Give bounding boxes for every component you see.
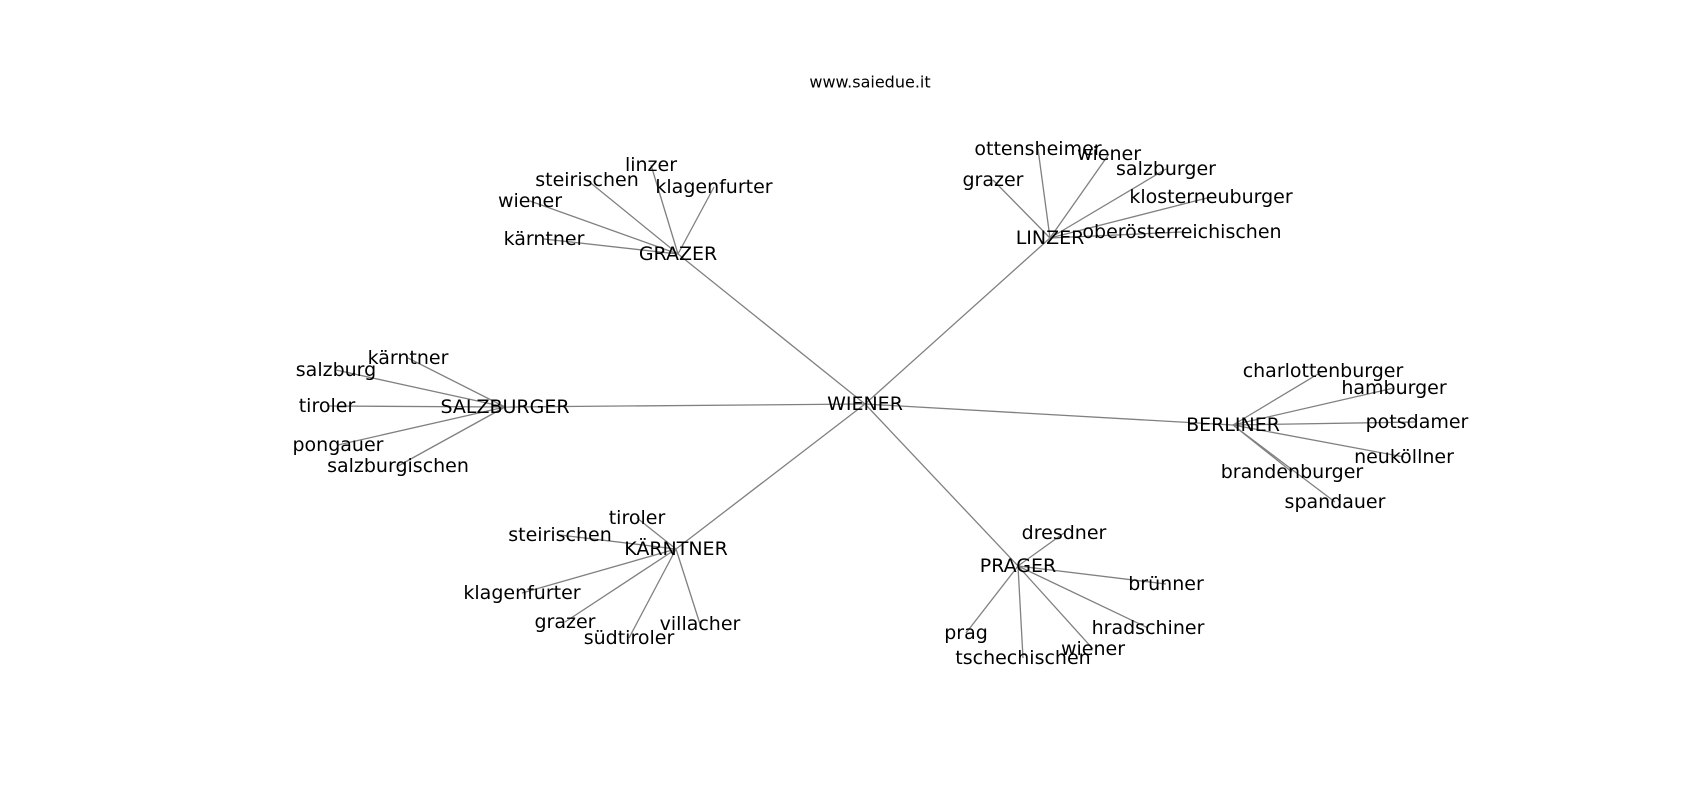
edge-karn-3 <box>564 548 677 623</box>
node-leaf-berl-2: potsdamer <box>1366 411 1469 433</box>
edge-karn-2 <box>521 548 677 594</box>
edge-salz-4 <box>397 406 506 467</box>
node-leaf-linz-5: oberösterreichischen <box>1082 221 1281 243</box>
node-leaf-prag-3: prag <box>944 622 988 644</box>
node-hub-berl: BERLINER <box>1186 414 1280 436</box>
node-hub-linz: LINZER <box>1016 227 1085 249</box>
node-hub-prag: PRAGER <box>980 555 1056 577</box>
edge-graz-4 <box>543 238 679 255</box>
node-leaf-berl-0: charlottenburger <box>1243 360 1404 382</box>
node-hub-graz: GRAZER <box>639 243 717 265</box>
edge-prag-2 <box>1017 565 1149 629</box>
edge-root-berl <box>864 403 1234 426</box>
edge-prag-1 <box>1017 565 1167 585</box>
node-leaf-karn-2: klagenfurter <box>463 582 580 604</box>
node-leaf-salz-0: kärntner <box>368 347 449 369</box>
node-leaf-salz-2: tiroler <box>299 395 356 417</box>
node-leaf-karn-4: villacher <box>660 613 741 635</box>
node-leaf-karn-0: tiroler <box>609 507 666 529</box>
node-leaf-linz-3: salzburger <box>1116 158 1216 180</box>
edge-karn-0 <box>636 517 677 550</box>
edge-salz-1 <box>335 369 506 408</box>
node-leaf-prag-1: brünner <box>1128 573 1204 595</box>
node-root: WIENER <box>827 393 903 415</box>
node-hub-salz: SALZBURGER <box>440 396 569 418</box>
node-leaf-graz-1: steirischen <box>535 169 639 191</box>
edge-linz-2 <box>992 179 1051 239</box>
edge-root-linz <box>864 237 1051 405</box>
node-leaf-prag-5: tschechischen <box>955 647 1090 669</box>
node-leaf-berl-3: neuköllner <box>1354 446 1454 468</box>
edge-root-graz <box>677 253 866 405</box>
node-leaf-berl-1: hamburger <box>1341 377 1447 399</box>
edge-root-karn <box>675 403 866 550</box>
node-leaf-linz-1: wiener <box>1077 143 1141 165</box>
node-leaf-linz-0: ottensheimer <box>974 138 1101 160</box>
edge-graz-3 <box>529 200 679 255</box>
edge-berl-2 <box>1232 421 1418 426</box>
node-leaf-salz-3: pongauer <box>293 434 384 456</box>
edge-graz-0 <box>650 164 679 255</box>
edge-berl-3 <box>1232 424 1405 458</box>
edge-karn-5 <box>628 548 677 639</box>
edge-root-salz <box>504 403 866 408</box>
edge-berl-1 <box>1232 387 1395 426</box>
edge-prag-0 <box>1017 532 1065 567</box>
edge-linz-3 <box>1049 168 1167 239</box>
node-leaf-linz-4: klosterneuburger <box>1129 186 1293 208</box>
node-leaf-karn-1: steirischen <box>508 524 612 546</box>
node-leaf-linz-2: grazer <box>963 169 1024 191</box>
node-leaf-prag-2: hradschiner <box>1092 617 1205 639</box>
node-leaf-berl-5: spandauer <box>1285 491 1386 513</box>
edge-linz-1 <box>1049 153 1110 239</box>
edge-prag-4 <box>1017 565 1094 650</box>
graph-labels: www.saiedue.itWIENERGRAZERlinzersteirisc… <box>293 73 1469 670</box>
node-leaf-graz-3: wiener <box>498 190 562 212</box>
edge-salz-3 <box>337 406 506 446</box>
page-title: www.saiedue.it <box>809 73 930 92</box>
edge-berl-0 <box>1232 370 1324 426</box>
node-hub-karn: KÄRNTNER <box>624 537 728 560</box>
edge-prag-3 <box>965 565 1019 634</box>
edge-root-prag <box>864 403 1019 567</box>
edge-linz-4 <box>1049 196 1212 239</box>
edge-salz-2 <box>326 405 506 408</box>
edge-graz-1 <box>586 179 679 255</box>
graph-edges <box>326 148 1418 659</box>
edge-linz-0 <box>1037 148 1051 239</box>
node-leaf-karn-5: südtiroler <box>584 627 675 649</box>
node-leaf-salz-4: salzburgischen <box>327 455 469 477</box>
edge-prag-5 <box>1017 565 1024 659</box>
edge-salz-0 <box>407 357 506 408</box>
node-leaf-graz-0: linzer <box>625 154 677 176</box>
node-leaf-prag-4: wiener <box>1061 638 1125 660</box>
node-leaf-graz-2: klagenfurter <box>655 176 772 198</box>
edge-karn-1 <box>559 534 677 550</box>
edge-karn-4 <box>675 548 701 625</box>
node-leaf-graz-4: kärntner <box>504 228 585 250</box>
node-leaf-prag-0: dresdner <box>1022 522 1107 544</box>
node-leaf-karn-3: grazer <box>535 611 596 633</box>
edge-graz-2 <box>677 186 715 255</box>
node-leaf-berl-4: brandenburger <box>1221 461 1364 483</box>
edge-linz-5 <box>1049 231 1183 239</box>
node-leaf-salz-1: salzburg <box>296 359 376 381</box>
edge-berl-5 <box>1232 424 1336 503</box>
